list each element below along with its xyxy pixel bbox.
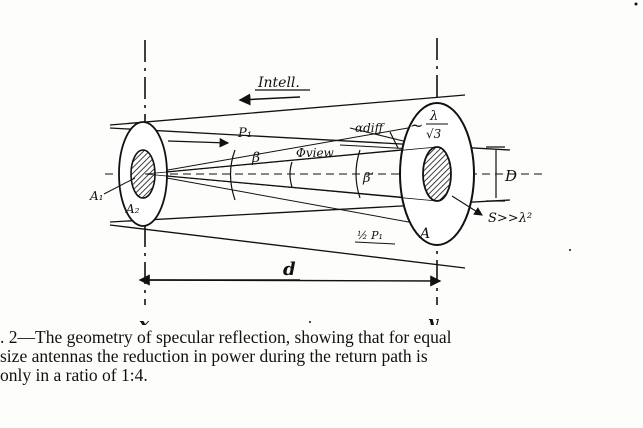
intell-arrow xyxy=(238,93,301,106)
D-label: D xyxy=(504,167,517,185)
beta-label: β xyxy=(251,150,260,166)
lambda-denominator: √3 xyxy=(426,127,442,141)
speck-1 xyxy=(309,321,311,323)
outer-line-top-1 xyxy=(109,94,466,126)
lambda-numerator: λ xyxy=(429,109,438,124)
s-pointer xyxy=(451,195,483,216)
return-power-underline xyxy=(354,241,396,245)
specular-reflection-diagram: Intell. xyxy=(89,2,638,325)
figure-caption: . 2—The geometry of specular reflection,… xyxy=(0,328,643,385)
return-power-label: ½ P₁ xyxy=(357,229,383,242)
A1-pointer xyxy=(103,177,136,195)
p1-label: P₁ xyxy=(237,126,252,141)
A-label: A xyxy=(418,226,430,242)
tilde-label: ~ xyxy=(410,116,423,135)
beam-line-4 xyxy=(144,173,426,226)
d-label: d xyxy=(283,259,296,280)
p1-arrow xyxy=(167,137,230,148)
y-label: y xyxy=(427,313,439,325)
beta-arc xyxy=(229,149,236,201)
corner-mark xyxy=(634,2,638,6)
caption-line-1: . 2—The geometry of specular reflection,… xyxy=(0,327,452,347)
A2-label: A₂ xyxy=(125,202,140,216)
outer-line-bottom-2 xyxy=(109,224,466,269)
beam-line-top-rim xyxy=(144,146,438,175)
left-antenna-core xyxy=(130,149,156,199)
phi-view-arc xyxy=(289,161,293,188)
intell-label: Intell. xyxy=(257,75,300,91)
beta-prime-label: β′ xyxy=(362,171,374,186)
A1-label: A₁ xyxy=(89,189,103,203)
caption-line-3: only in a ratio of 1:4. xyxy=(0,365,148,385)
caption-line-2: size antennas the reduction in power dur… xyxy=(0,346,428,366)
beam-line-3 xyxy=(144,124,426,175)
beam-line-bottom-rim xyxy=(144,173,438,202)
s-condition-label: S>>λ² xyxy=(488,211,532,226)
phi-view-label: Φview xyxy=(296,146,335,160)
right-reflector-core xyxy=(422,146,452,202)
speck-2 xyxy=(569,249,571,251)
x-label: x xyxy=(138,315,150,325)
alpha-diff-label: αdiff xyxy=(355,121,386,135)
alpha-diff-arc xyxy=(389,131,399,149)
